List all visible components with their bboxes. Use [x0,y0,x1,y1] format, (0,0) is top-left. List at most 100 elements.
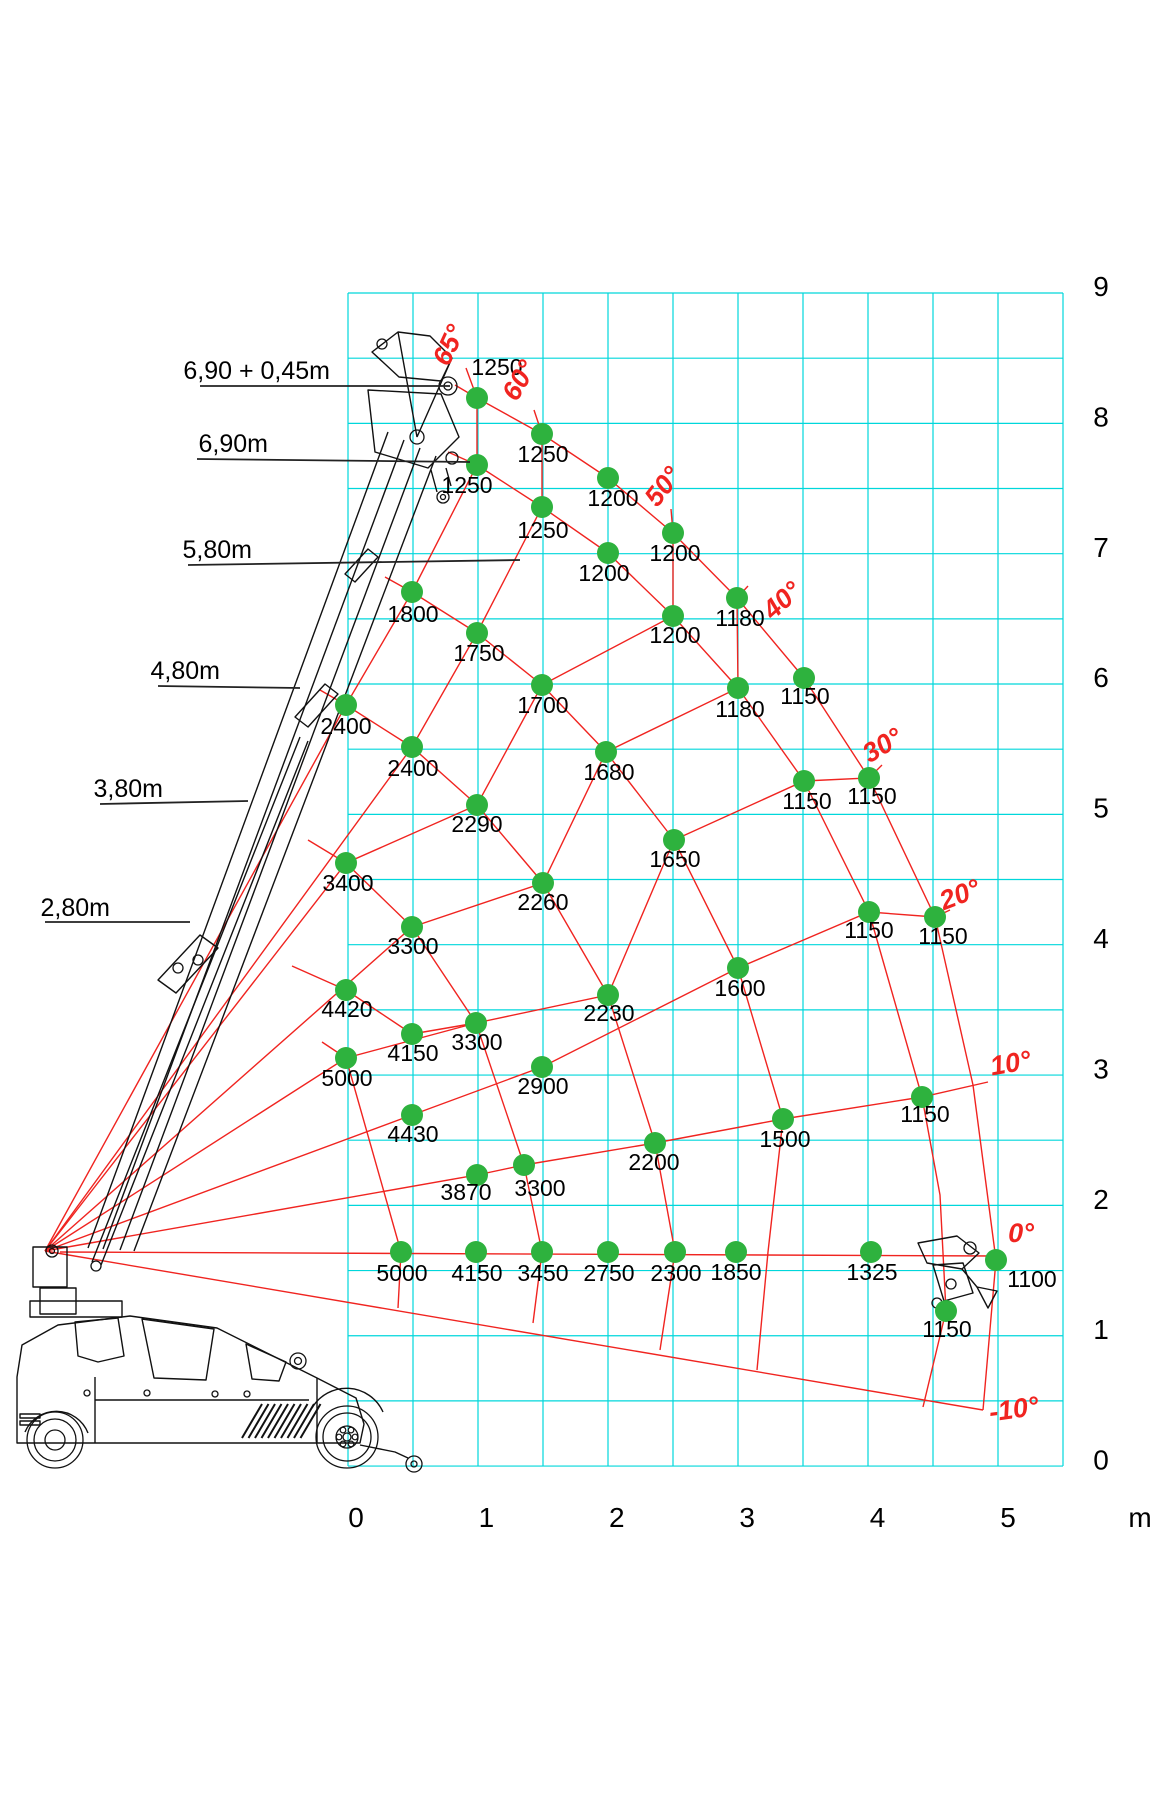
boom-length-curve [447,451,947,1408]
load-point [793,667,815,689]
crane-drawing-path [157,934,219,994]
load-value-label: 3300 [387,933,438,959]
angle-label: -10° [987,1391,1041,1428]
crane-drawing-path [976,1286,998,1309]
load-point [663,829,685,851]
load-value-label: 4430 [387,1121,438,1147]
crane-drawing-circle [410,1460,418,1468]
crane-drawing-path [430,467,452,493]
load-value-label: 1650 [649,846,700,872]
crane-drawing-path [397,331,453,438]
wheel-bolt-circle [339,1426,347,1434]
crane-vent-line [267,1403,289,1439]
x-axis-tick-label: 3 [739,1502,755,1533]
load-point [335,852,357,874]
load-value-label: 2400 [387,755,438,781]
load-value-label: 1250 [471,354,522,380]
load-point [513,1154,535,1176]
load-value-label: 1150 [844,917,893,943]
load-point [793,770,815,792]
crane-boom-line [102,439,405,1250]
boom-length-label: 6,90m [199,430,268,458]
crane-drawing-circle [289,1352,307,1370]
load-value-label: 3870 [440,1179,491,1205]
load-point [401,581,423,603]
load-value-label: 3300 [451,1029,502,1055]
boom-label-leader-line [187,559,521,566]
load-point [335,694,357,716]
load-point [597,542,619,564]
load-value-label: 1180 [715,696,764,722]
load-point [664,1241,686,1263]
crane-drawing-circle [44,1429,66,1451]
x-axis-tick-label: 1 [479,1502,495,1533]
crane-vent-line [247,1403,270,1439]
crane-drawing-circle [322,1412,372,1462]
crane-drawing-circle [45,1244,59,1258]
crane-drawing-circle [90,1260,102,1272]
crane-drawing-path [294,683,339,728]
crane-vent-line [299,1403,322,1439]
load-value-label: 3450 [517,1260,568,1286]
boom-label-leader-line [157,685,301,689]
boom-length-curve [321,1041,402,1309]
load-value-label: 1180 [715,605,764,631]
load-point [727,677,749,699]
load-value-label: 1150 [782,788,831,814]
y-axis-tick-label: 4 [1093,923,1109,954]
load-value-label: 1150 [847,783,896,809]
crane-drawing-path [16,1315,365,1444]
crane-drawing-path [39,1287,77,1315]
crane-drawing-circle [243,1390,251,1398]
crane-drawing-path [961,1268,978,1288]
y-axis-tick-label: 3 [1093,1053,1109,1084]
boom-length-label: 5,80m [183,536,252,564]
load-value-label: 2290 [451,811,502,837]
boom-length-curve [454,384,997,1411]
crane-drawing-circle [48,1247,56,1255]
load-point [401,916,423,938]
load-point [772,1108,794,1130]
load-point [597,984,619,1006]
crane-vent-line [286,1403,309,1439]
load-value-label: 2900 [517,1073,568,1099]
wheel-bolt-circle [339,1440,347,1448]
crane-drawing-circle [33,1418,77,1462]
load-value-label: 5000 [321,1065,372,1091]
load-value-label: 3400 [322,870,373,896]
crane-drawing-circle [376,338,388,350]
crane-drawing-circle [192,954,204,966]
load-point [531,423,553,445]
crane-boom-line [133,455,437,1252]
load-point [465,1012,487,1034]
boom-length-label: 2,80m [41,894,110,922]
load-value-label: 1850 [710,1259,761,1285]
load-value-label: 1750 [453,640,504,666]
load-value-label: 3300 [514,1175,565,1201]
load-point [466,387,488,409]
load-value-label: 1150 [780,683,829,709]
crane-drawing-circle [143,1389,151,1397]
crane-drawing-path [141,1318,215,1381]
load-value-label: 1200 [578,560,629,586]
crane-drawing-circle [436,490,450,504]
load-value-label: 1150 [900,1101,949,1127]
crane-drawing-path [932,1262,974,1302]
crane-boom-line [91,736,301,1263]
wheel-bolt-circle [335,1433,343,1441]
load-value-label: 1250 [517,517,568,543]
load-point [985,1249,1007,1271]
load-value-label: 1100 [1007,1266,1056,1292]
y-axis-tick-label: 9 [1093,271,1109,302]
load-value-label: 1150 [922,1316,971,1342]
load-point [911,1086,933,1108]
x-axis-tick-label: 0 [348,1502,364,1533]
crane-drawing-circle [405,1455,423,1473]
load-point [858,767,880,789]
y-axis-tick-label: 7 [1093,532,1109,563]
boom-label-leader-line [99,800,249,805]
load-point [401,1104,423,1126]
load-value-label: 1500 [759,1126,810,1152]
